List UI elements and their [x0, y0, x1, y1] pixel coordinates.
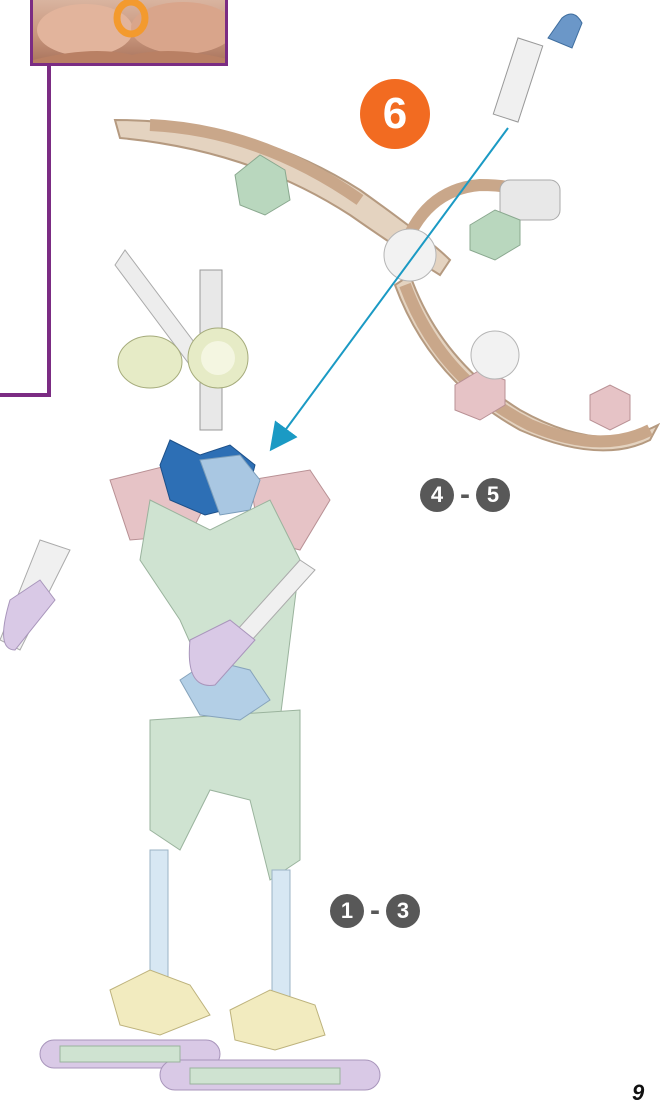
range-separator: -: [370, 894, 380, 928]
range-start-number: 1: [330, 894, 364, 928]
range-end-number: 3: [386, 894, 420, 928]
range-separator: -: [460, 478, 470, 512]
figure-body: [0, 250, 380, 1090]
range-start-number: 4: [420, 478, 454, 512]
sub-step-range-wings: 4 - 5: [420, 478, 510, 512]
page-number: 9: [632, 1080, 644, 1106]
step-number-badge: 6: [360, 79, 430, 149]
sub-step-range-body: 1 - 3: [330, 894, 420, 928]
range-end-number: 5: [476, 478, 510, 512]
